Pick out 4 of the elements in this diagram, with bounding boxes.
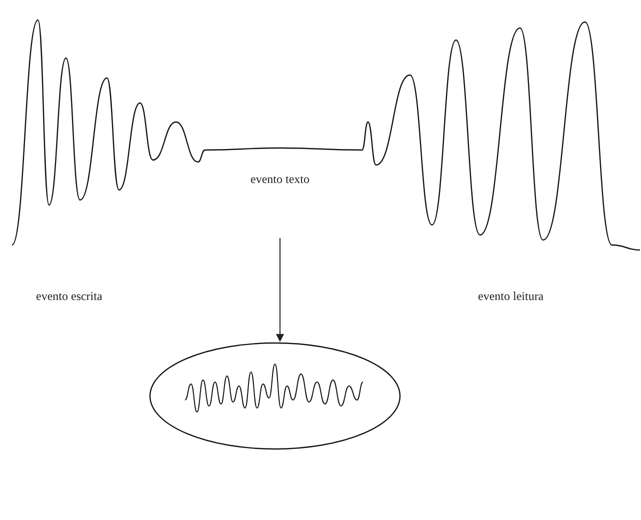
event-label: evento escrita [36,289,102,304]
arrow [276,238,284,342]
event-label: evento texto [235,172,325,192]
event-label: evento leitura [478,289,544,304]
